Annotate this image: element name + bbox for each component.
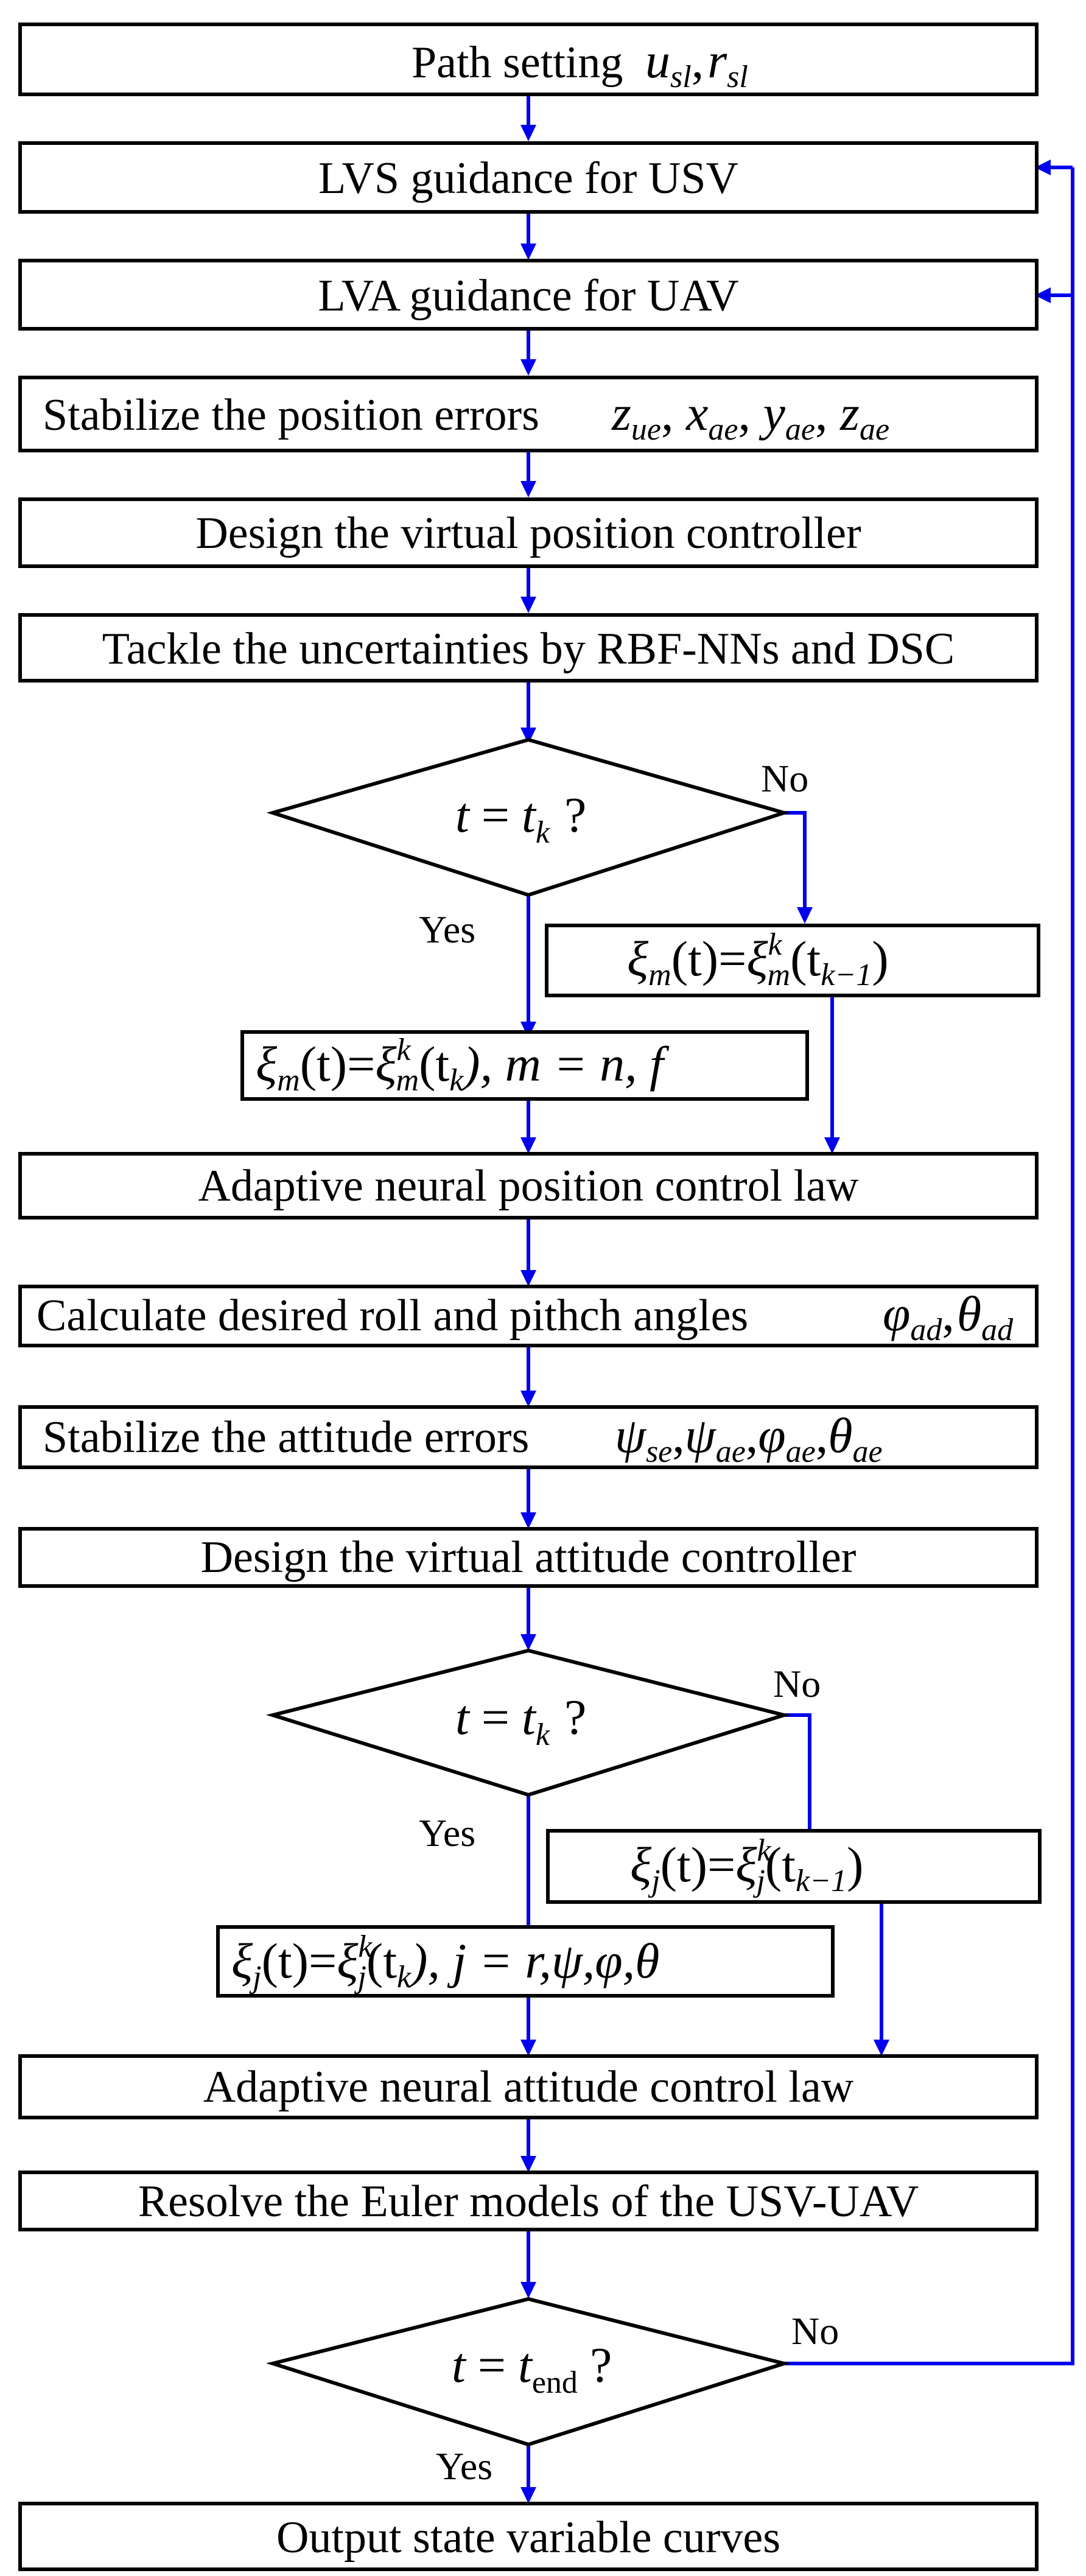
step-tackle-uncertainties: Tackle the uncertainties by RBF-NNs and … [18,613,1039,683]
svg-text:t=tk?: t=tk? [455,1690,586,1752]
step-attitude-control-law: Adaptive neural attitude control law [18,2054,1039,2119]
arrowhead [1035,160,1051,175]
label-yes: Yes [436,2444,492,2488]
step-stabilize-position: Stabilize the position errors zue, xae, … [18,376,1039,452]
arrowhead [874,2040,889,2056]
arrowhead [520,359,536,376]
svg-text:t=tk?: t=tk? [455,787,586,850]
svg-text:t=tend?: t=tend? [452,2337,612,2400]
arrowhead [520,1512,536,1529]
svg-text:Design the virtual attitude co: Design the virtual attitude controller [201,1532,857,1582]
arrowhead [520,2156,536,2172]
step-virtual-position: Design the virtual position controller [18,497,1039,568]
arrowhead [520,481,536,497]
arrowhead [520,2040,536,2056]
svg-text:ψse,ψae,φae,θae: ψse,ψae,φae,θae [615,1408,883,1469]
svg-text:Output state variable curves: Output state variable curves [276,2513,780,2563]
arrowhead [797,907,813,924]
svg-text:LVA guidance for UAV: LVA guidance for UAV [318,271,738,321]
arrowhead [520,2487,536,2504]
svg-text:φad,θad: φad,θad [883,1286,1014,1347]
svg-text:LVS guidance for USV: LVS guidance for USV [318,153,738,203]
arrowhead [520,1391,536,1407]
svg-text:ξj(t)=ξkj(tk), j = r,ψ,φ,θ: ξj(t)=ξkj(tk), j = r,ψ,φ,θ [231,1929,659,1995]
svg-text:Adaptive neural position contr: Adaptive neural position control law [198,1161,859,1211]
svg-text:Stabilize the attitude errors: Stabilize the attitude errors [43,1413,529,1462]
arrowhead [824,1137,840,1154]
svg-text:zue, xae, yae, zae: zue, xae, yae, zae [611,385,889,447]
label-no: No [761,757,808,800]
decision-end-check: t=tend? [266,2297,791,2447]
arrowhead [520,1634,536,1651]
svg-text:Stabilize the position errors: Stabilize the position errors [43,390,539,440]
arrow-dec1-no [779,811,807,907]
arrowhead [520,1270,536,1286]
svg-text:ξm(t)=ξkm(tk), m = n, f: ξm(t)=ξkm(tk), m = n, f [256,1033,670,1098]
label-yes: Yes [419,1811,475,1855]
arrowhead [520,597,536,613]
label-no: No [791,2309,839,2353]
svg-text:usl,rsl: usl,rsl [645,33,748,94]
step-lva-guidance: LVA guidance for UAV [18,259,1039,331]
label-yes: Yes [419,908,475,951]
step-output-curves: Output state variable curves [18,2502,1039,2571]
step-position-control-law: Adaptive neural position control law [18,1152,1039,1220]
svg-text:Design the virtual position co: Design the virtual position controller [195,508,861,558]
svg-text:Path setting: Path setting [412,38,623,88]
arrowhead [520,244,536,260]
svg-text:ξj(t)=ξkj(tk−1): ξj(t)=ξkj(tk−1) [630,1833,863,1898]
arrowhead [520,1137,536,1154]
step-desired-angles: Calculate desired roll and pithch angles… [18,1285,1039,1347]
svg-text:Tackle the uncertainties by RB: Tackle the uncertainties by RBF-NNs and … [102,624,955,674]
label-no: No [773,1662,821,1705]
decision-position-trigger: t=tk? [266,737,791,897]
step-virtual-attitude: Design the virtual attitude controller [18,1527,1039,1588]
arrowhead [1035,287,1051,303]
arrowhead [520,1022,536,1038]
decision-attitude-trigger: t=tk? [265,1648,791,1797]
arrowhead [520,2282,536,2298]
step-lvs-guidance: LVS guidance for USV [18,141,1039,214]
arrowhead [520,728,536,744]
svg-text:Calculate desired roll and pit: Calculate desired roll and pithch angles [37,1291,748,1341]
arrowhead [520,125,536,141]
svg-text:Adaptive neural attitude contr: Adaptive neural attitude control law [203,2062,854,2112]
arrow-dec3-no-loop [782,167,1074,2365]
arrow-dec2-no [780,1713,811,1830]
svg-text:Resolve the Euler models of th: Resolve the Euler models of the USV-UAV [138,2177,919,2227]
step-path-setting: Path setting usl,rsl [18,23,1039,96]
svg-text:ξm(t)=ξkm(tk−1): ξm(t)=ξkm(tk−1) [627,927,889,992]
step-resolve-euler: Resolve the Euler models of the USV-UAV [18,2171,1039,2231]
step-stabilize-attitude: Stabilize the attitude errors ψse,ψae,φa… [18,1405,1039,1469]
